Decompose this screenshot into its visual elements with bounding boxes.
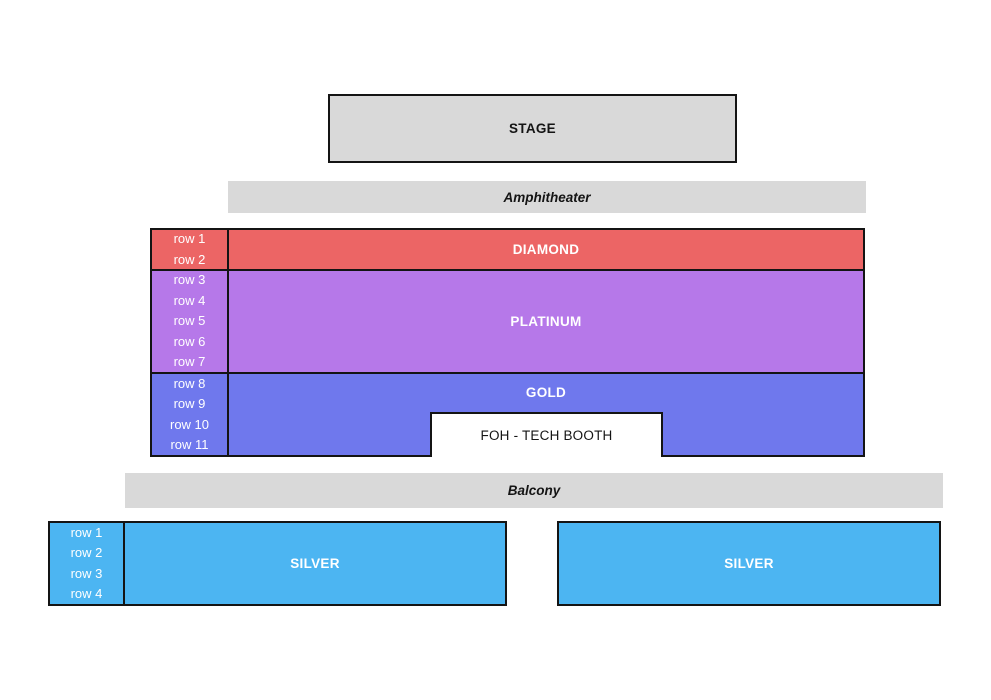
platinum-area: PLATINUM [229, 271, 863, 372]
row-label: row 1 [173, 231, 206, 247]
row-label: row 11 [170, 436, 209, 452]
amphitheater-seating-block: row 1 row 2 DIAMOND row 3 row 4 row 5 ro… [150, 228, 865, 457]
row-label: row 10 [169, 416, 210, 432]
row-label: row 3 [70, 565, 103, 581]
row-label: row 7 [173, 354, 206, 370]
section-gold: row 8 row 9 row 10 row 11 GOLD FOH - TEC… [152, 374, 863, 457]
row-label: row 2 [70, 545, 103, 561]
platinum-label: PLATINUM [510, 314, 582, 329]
section-diamond: row 1 row 2 DIAMOND [152, 230, 863, 271]
gold-area: GOLD FOH - TECH BOOTH [229, 374, 863, 457]
row-label: row 2 [173, 251, 206, 267]
diamond-label: DIAMOND [512, 242, 580, 257]
stage-label: STAGE [508, 121, 556, 136]
amphitheater-band: Amphitheater [228, 181, 866, 213]
stage-box: STAGE [328, 94, 737, 163]
section-platinum: row 3 row 4 row 5 row 6 row 7 PLATINUM [152, 271, 863, 374]
row-label: row 5 [173, 313, 206, 329]
balcony-label: Balcony [507, 483, 561, 498]
row-label: row 9 [173, 396, 206, 412]
silver-left-area: SILVER [125, 523, 505, 604]
foh-tech-booth-label: FOH - TECH BOOTH [480, 428, 613, 443]
platinum-row-labels: row 3 row 4 row 5 row 6 row 7 [152, 271, 229, 372]
silver-right-label: SILVER [724, 556, 774, 571]
row-label: row 3 [173, 272, 206, 288]
row-label: row 6 [173, 333, 206, 349]
row-label: row 4 [173, 292, 206, 308]
diamond-row-labels: row 1 row 2 [152, 230, 229, 269]
amphitheater-label: Amphitheater [503, 189, 591, 205]
silver-section-right: SILVER [557, 521, 941, 606]
silver-right-area: SILVER [559, 523, 939, 604]
gold-row-labels: row 8 row 9 row 10 row 11 [152, 374, 229, 455]
silver-section-left: row 1 row 2 row 3 row 4 SILVER [48, 521, 507, 606]
gold-label: GOLD [525, 385, 567, 400]
silver-left-row-labels: row 1 row 2 row 3 row 4 [50, 523, 125, 604]
foh-tech-booth: FOH - TECH BOOTH [430, 412, 663, 457]
row-label: row 4 [70, 585, 103, 601]
row-label: row 1 [70, 524, 103, 540]
row-label: row 8 [173, 375, 206, 391]
diamond-area: DIAMOND [229, 230, 863, 269]
balcony-band: Balcony [125, 473, 943, 508]
silver-left-label: SILVER [290, 556, 340, 571]
